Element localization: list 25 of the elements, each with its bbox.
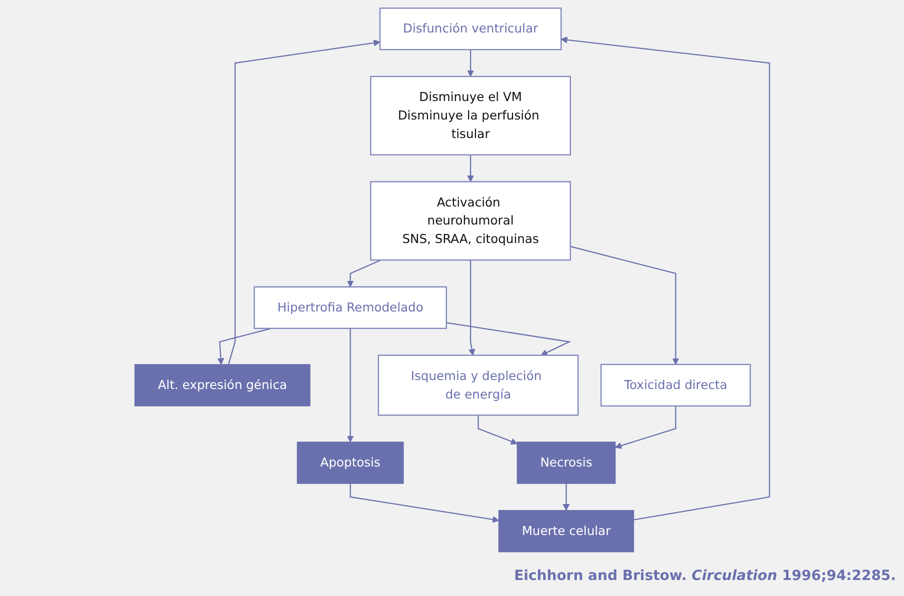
node-box: Alt. expresión génica	[134, 364, 310, 406]
node-box: Hipertrofia Remodelado	[254, 286, 447, 329]
node-box: Muerte celular	[498, 510, 634, 552]
arrow	[614, 406, 676, 449]
arrow	[217, 328, 272, 365]
node-box: Disfunción ventricular	[379, 8, 562, 50]
arrow	[560, 36, 770, 520]
arrow	[570, 246, 679, 365]
arrow	[346, 328, 354, 442]
arrow	[466, 154, 474, 182]
arrow	[350, 484, 499, 523]
node-box: Necrosis	[516, 442, 616, 484]
arrow	[466, 50, 474, 77]
arrow	[468, 260, 475, 356]
arrow	[446, 322, 572, 356]
node-box: Disminuye el VM Disminuye la perfusión tisular	[370, 76, 571, 156]
node-box: Apoptosis	[296, 442, 404, 484]
node-box: Isquemia y depleción de energía	[378, 354, 578, 416]
citation-caption: Eichhorn and Bristow. Circulation 1996;94:2285.	[514, 568, 896, 584]
arrow	[477, 415, 518, 445]
arrow	[346, 260, 382, 288]
arrow	[228, 40, 380, 365]
node-box: Activación neurohumoral SNS, SRAA, citoquinas	[370, 181, 571, 261]
node-box: Toxicidad directa	[600, 364, 751, 407]
arrow	[562, 484, 570, 511]
